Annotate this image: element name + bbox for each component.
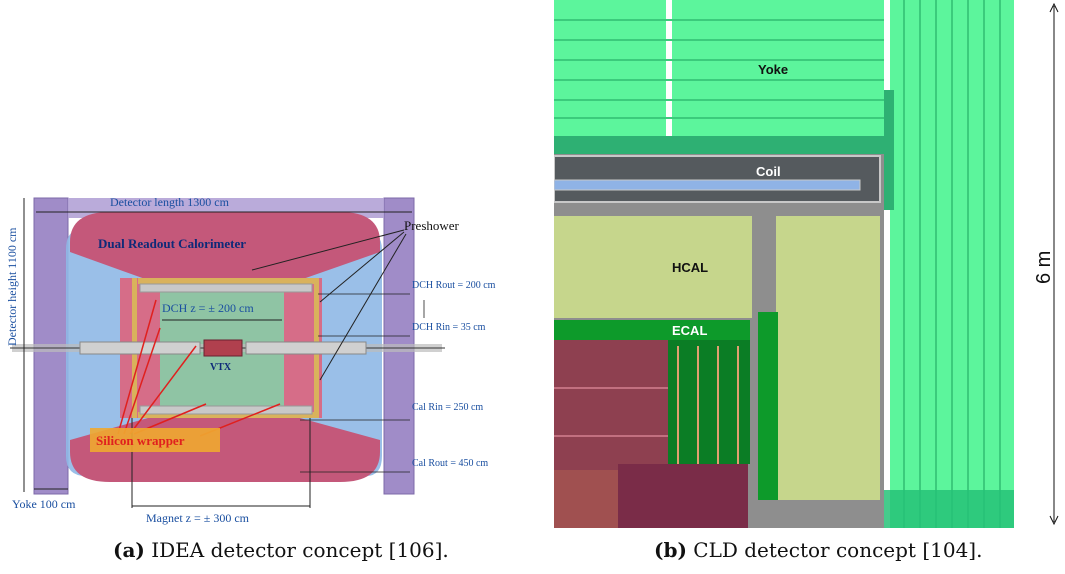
beam-pipe-inner-right bbox=[245, 341, 367, 355]
silicon-wrapper-box bbox=[90, 428, 220, 452]
preshower-pointer-3 bbox=[319, 233, 407, 381]
vtx-label: VTX bbox=[210, 362, 232, 373]
preshower-pointer-2 bbox=[319, 231, 405, 303]
silicon-wrapper-label: Silicon wrapper bbox=[96, 433, 185, 448]
scale-arrow-bottom bbox=[1049, 515, 1059, 526]
beam-pipe-inner-left bbox=[79, 341, 201, 355]
caption-b-text: CLD detector concept [104]. bbox=[693, 538, 983, 562]
yoke-gap-left bbox=[666, 0, 672, 152]
caption-b: (b) CLD detector concept [104]. bbox=[654, 538, 982, 562]
yoke-right-bottom-band bbox=[884, 490, 1014, 528]
ecal-barrel bbox=[554, 320, 750, 340]
cal-rin-label: Cal Rin = 250 cm bbox=[412, 402, 483, 413]
tracker-layers bbox=[554, 387, 668, 437]
cld-detector-figure: Yoke Coil HCAL ECAL 6 m bbox=[553, 0, 1065, 528]
hcal-left bbox=[554, 216, 752, 318]
vertex-region bbox=[554, 470, 618, 528]
yoke-block-left bbox=[554, 0, 666, 152]
yoke-block-mid bbox=[672, 0, 884, 152]
dch-rout-label: DCH Rout = 200 cm bbox=[412, 280, 496, 291]
cld-hcal-label: HCAL bbox=[672, 260, 708, 275]
preshower-label: Preshower bbox=[404, 218, 460, 233]
idea-diagram: Detector length 1300 cm Detector height … bbox=[5, 195, 496, 525]
cal-rout-label: Cal Rout = 450 cm bbox=[412, 458, 488, 469]
detector-length-label: Detector length 1300 cm bbox=[110, 195, 230, 209]
dual-readout-label: Dual Readout Calorimeter bbox=[98, 236, 246, 251]
detector-height-label: Detector height 1100 cm bbox=[5, 227, 19, 346]
dch-rin-label: DCH Rin = 35 cm bbox=[412, 322, 486, 333]
yoke-label: Yoke 100 cm bbox=[12, 497, 76, 511]
ecal-forward-lines bbox=[677, 346, 739, 464]
calorimeter-region bbox=[70, 212, 380, 280]
silicon-pointer-1 bbox=[117, 299, 157, 435]
magnet-label: Magnet z = ± 300 cm bbox=[146, 511, 250, 525]
cld-yoke-label: Yoke bbox=[758, 62, 788, 77]
cld-diagram: Yoke Coil HCAL ECAL 6 m bbox=[553, 0, 1059, 528]
silicon-pointer-2 bbox=[123, 327, 161, 435]
caption-a-text: IDEA detector concept [106]. bbox=[151, 538, 449, 562]
yoke-dark-band bbox=[554, 136, 884, 154]
yoke-right-dark-strip bbox=[884, 90, 894, 210]
idea-detector-figure: Detector length 1300 cm Detector height … bbox=[0, 190, 530, 530]
scale-arrow-top bbox=[1049, 2, 1059, 13]
preshower-pointer-1 bbox=[251, 229, 405, 271]
hcal-bottom-strip bbox=[776, 500, 880, 528]
dch-z-label: DCH z = ± 200 cm bbox=[162, 301, 254, 315]
yoke-vertical-lines bbox=[903, 0, 1001, 528]
preshower-bottom bbox=[138, 412, 314, 418]
coil-block bbox=[553, 155, 881, 203]
ecal-endcap bbox=[758, 312, 778, 500]
preshower-top bbox=[138, 278, 314, 284]
silicon-pointer-3 bbox=[129, 345, 197, 435]
silicon-wrapper-top bbox=[139, 283, 313, 293]
caption-a: (a) IDEA detector concept [106]. bbox=[113, 538, 449, 562]
caption-b-label: (b) bbox=[654, 538, 687, 562]
vtx-block bbox=[203, 339, 243, 357]
coil-core bbox=[553, 179, 861, 191]
silicon-wrapper-bottom bbox=[139, 405, 313, 415]
yoke-gap-mid bbox=[884, 0, 890, 90]
tracker-inner bbox=[618, 464, 748, 528]
cld-ecal-label: ECAL bbox=[672, 323, 707, 338]
hcal-right bbox=[776, 216, 880, 500]
ecal-forward bbox=[668, 340, 750, 464]
yoke-layer-lines bbox=[554, 19, 884, 119]
cld-coil-label: Coil bbox=[756, 164, 781, 179]
caption-a-label: (a) bbox=[113, 538, 145, 562]
scale-label: 6 m bbox=[1033, 251, 1055, 284]
